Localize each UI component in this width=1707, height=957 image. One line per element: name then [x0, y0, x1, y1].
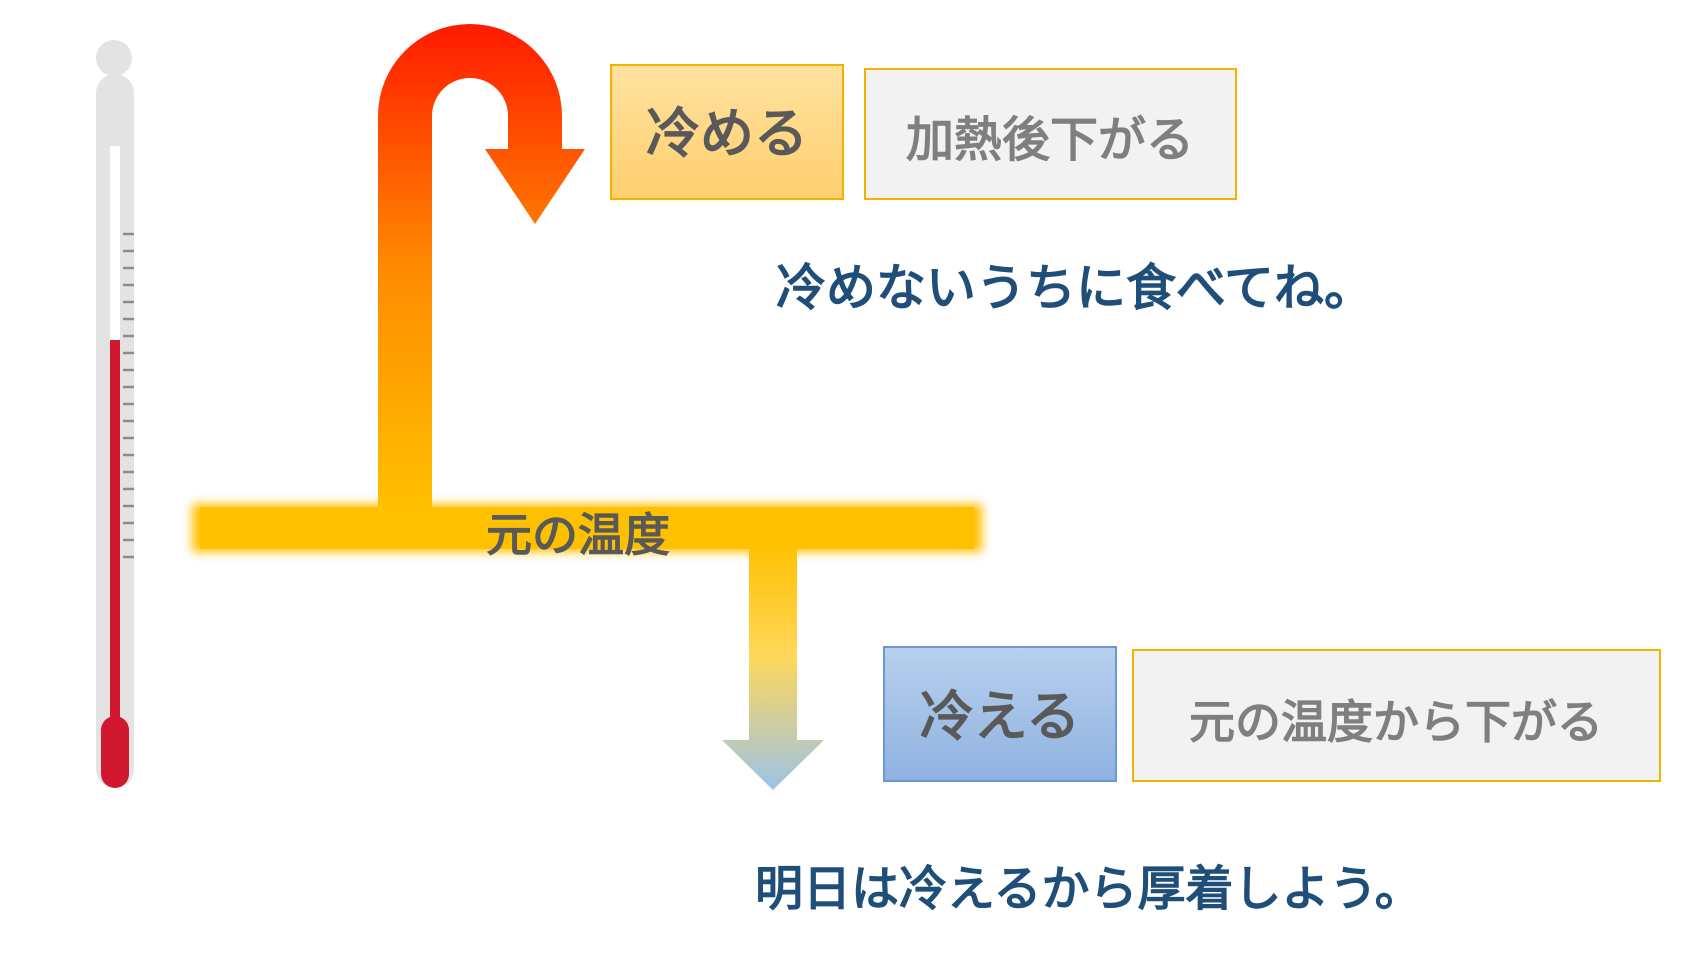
- hieru-description-label: 元の温度から下がる: [1189, 695, 1603, 749]
- sameru-term-box: [610, 64, 844, 200]
- down-arrow-icon: [722, 545, 824, 790]
- base-temperature-label: 元の温度: [486, 508, 670, 562]
- sameru-term-label: 冷める: [646, 102, 808, 165]
- sameru-description-box: [864, 68, 1237, 200]
- u-turn-arrow-icon: [378, 24, 585, 508]
- base-temperature-band: [192, 504, 982, 552]
- sameru-example-sentence: 冷めないうちに食べてね。: [776, 259, 1374, 317]
- hieru-term-label: 冷える: [920, 685, 1080, 748]
- thermometer-icon: [96, 40, 134, 788]
- hieru-description-box: [1132, 649, 1661, 782]
- hieru-term-box: [883, 646, 1117, 782]
- hieru-example-sentence: 明日は冷えるから厚着しよう。: [755, 861, 1423, 917]
- sameru-description-label: 加熱後下がる: [906, 112, 1194, 168]
